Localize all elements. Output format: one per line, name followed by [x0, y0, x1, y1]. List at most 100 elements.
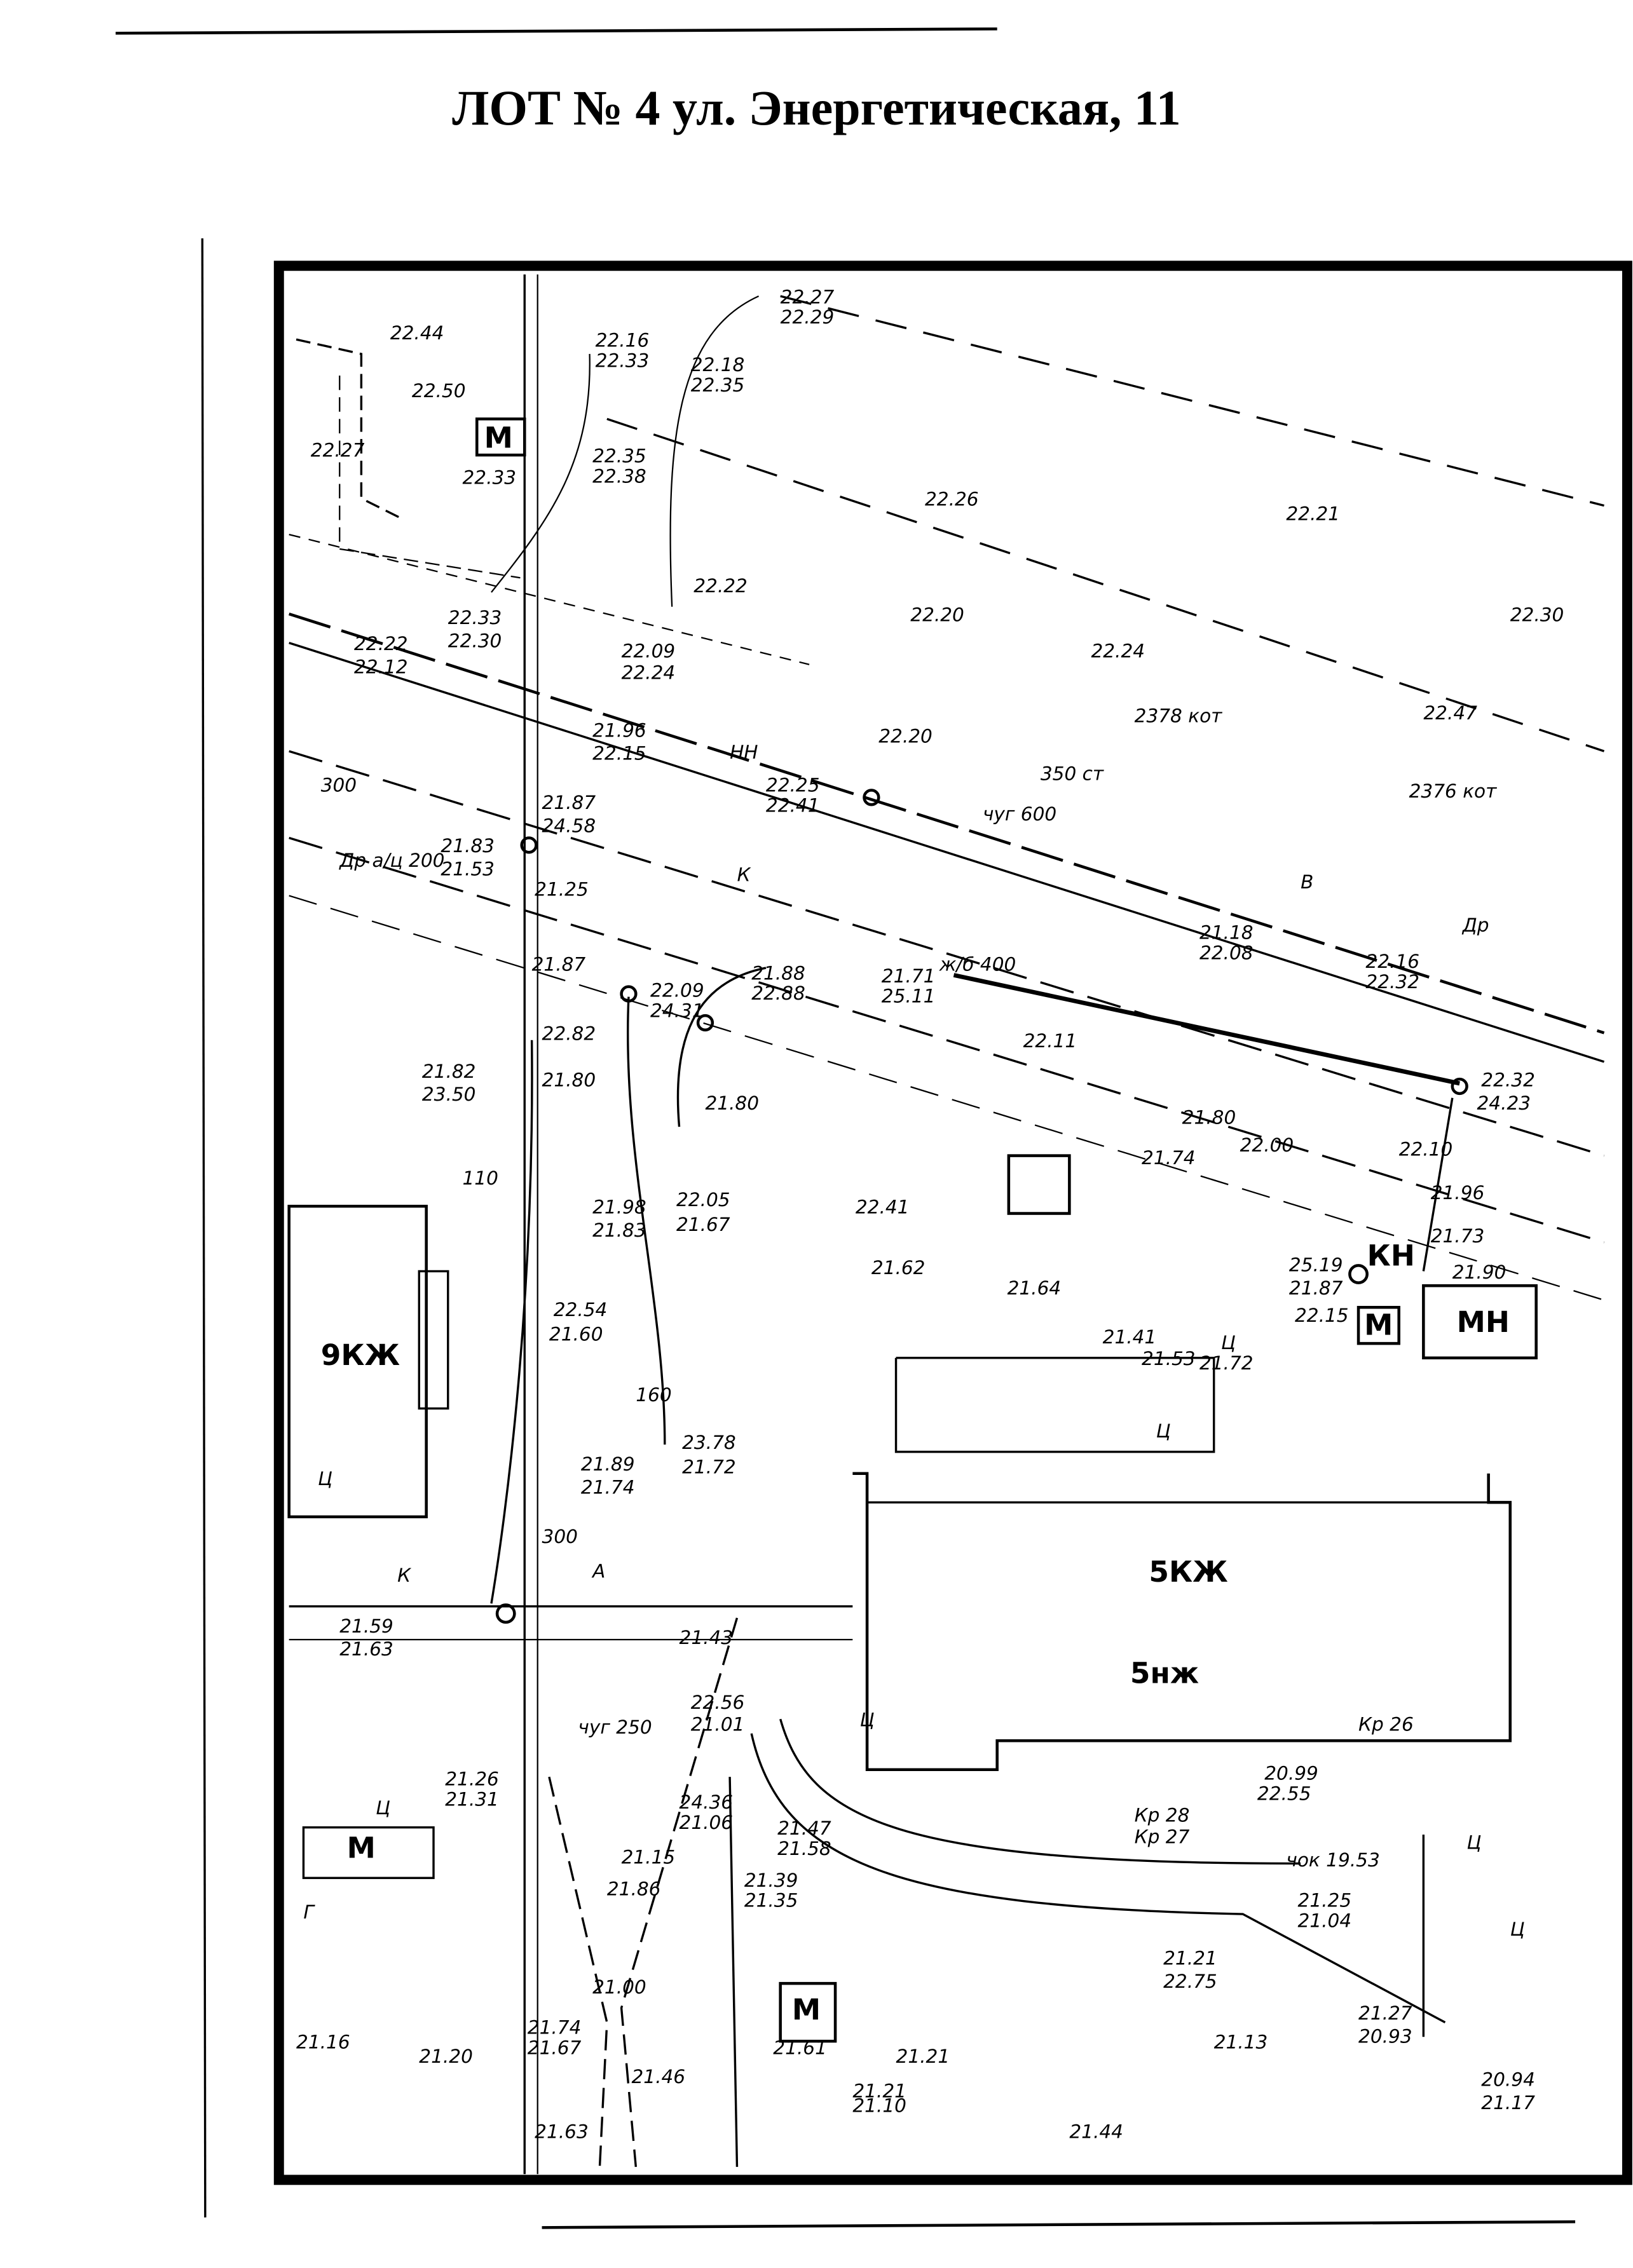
map-label: 21.25 [535, 878, 589, 900]
map-label: 21.96 [1431, 1182, 1485, 1204]
map-label: 22.15 [1295, 1305, 1349, 1326]
map-label: 22.22 [694, 575, 748, 597]
map-label: 25.19 [1289, 1254, 1343, 1275]
map-label: 21.61 [773, 2037, 827, 2059]
map-label: 21.82 [422, 1061, 476, 1082]
building-label: 9КЖ [321, 1338, 400, 1372]
map-label: 22.26 [925, 489, 979, 510]
map-label: 21.96 [592, 719, 646, 741]
scan-edge-top [115, 27, 997, 35]
map-label: 22.54 [554, 1299, 608, 1321]
map-label: 22.09 [650, 980, 704, 1002]
map-label: 22.82 [542, 1023, 596, 1045]
map-label: 22.50 [412, 380, 466, 402]
map-label: 24.58 [542, 815, 596, 836]
map-label: 21.74 [528, 2017, 582, 2039]
building-label: М [484, 421, 513, 455]
map-label: 22.27 [781, 286, 835, 308]
map-label: 2376 кот [1409, 780, 1498, 802]
map-label: 21.87 [1289, 1277, 1343, 1299]
scan-edge-left [201, 238, 207, 2218]
building-label: МН [1457, 1305, 1510, 1339]
map-label: 20.99 [1264, 1763, 1318, 1784]
map-label: 21.86 [607, 1878, 661, 1900]
map-label: 22.29 [781, 306, 835, 328]
map-label: 300 [542, 1526, 578, 1547]
map-label: Ц [376, 1797, 390, 1819]
map-label: 22.35 [592, 445, 646, 466]
map-label: 110 [463, 1167, 498, 1189]
map-label: 21.18 [1199, 922, 1254, 944]
map-label: 21.00 [592, 1976, 646, 1998]
map-label: Кр 26 [1358, 1713, 1414, 1735]
map-label: 25.11 [882, 986, 936, 1007]
map-label: 21.39 [744, 1870, 798, 1891]
map-label: 22.10 [1399, 1139, 1453, 1160]
map-label: 21.13 [1214, 2031, 1268, 2053]
map-label: 21.90 [1452, 1261, 1507, 1283]
map-label: 350 ст [1041, 763, 1104, 785]
map-label: 24.23 [1477, 1092, 1531, 1114]
map-label: Ц [1221, 1332, 1236, 1354]
map-label: Ц [318, 1468, 332, 1490]
map-label: 21.87 [542, 792, 596, 813]
map-label: 22.44 [390, 322, 444, 344]
map-label: 22.38 [592, 465, 646, 487]
building-label: М [1364, 1308, 1393, 1341]
map-label: 21.98 [592, 1197, 646, 1218]
map-label: 20.93 [1358, 2025, 1412, 2047]
map-label: 21.47 [777, 1817, 831, 1839]
map-label: 300 [321, 775, 357, 796]
map-label: Др [1461, 914, 1489, 936]
map-label: 22.30 [1510, 604, 1564, 625]
map-label: чуг 600 [983, 803, 1056, 825]
map-label: 21.10 [852, 2095, 906, 2116]
map-label: 160 [636, 1384, 671, 1406]
building-label: М [792, 1993, 821, 2027]
map-label: 21.20 [419, 2046, 473, 2067]
map-label: 22.33 [448, 607, 502, 628]
map-label: 21.21 [1163, 1948, 1217, 1969]
map-label: 21.01 [691, 1713, 745, 1735]
map-label: 22.47 [1423, 702, 1477, 724]
map-label: 24.31 [650, 1000, 704, 1021]
map-label: 21.72 [1199, 1352, 1254, 1374]
map-label: 22.20 [910, 604, 964, 625]
map-label: чок 19.53 [1286, 1849, 1379, 1871]
page-title: ЛОТ № 4 ул. Энергетическая, 11 [452, 80, 1181, 135]
map-label: 24.36 [680, 1791, 734, 1813]
map-label: 22.24 [622, 662, 676, 683]
map-label: 22.41 [856, 1197, 910, 1218]
map-label: 21.60 [549, 1324, 603, 1345]
map-label: Ц [1467, 1832, 1482, 1854]
map-label: 21.25 [1298, 1890, 1352, 1912]
map-label: 21.53 [441, 859, 495, 880]
map-label: 22.15 [592, 743, 646, 764]
building-label: М [347, 1831, 376, 1864]
map-label: 21.73 [1431, 1225, 1485, 1247]
map-label: 21.41 [1103, 1326, 1157, 1348]
map-label: 22.32 [1481, 1069, 1535, 1090]
map-label: 21.71 [882, 965, 936, 987]
map-label: 21.43 [680, 1627, 734, 1648]
map-label: Ц [1156, 1420, 1171, 1442]
map-label: 21.72 [682, 1457, 736, 1478]
map-label: чуг 250 [578, 1716, 652, 1738]
map-label: 21.74 [1142, 1147, 1196, 1169]
map-label: 21.35 [744, 1890, 798, 1912]
map-label: 22.11 [1023, 1030, 1077, 1052]
map-label: 22.32 [1365, 971, 1419, 993]
map-label: 22.35 [691, 374, 745, 396]
map-label: 21.80 [1182, 1107, 1236, 1129]
map-label: 21.04 [1298, 1910, 1352, 1932]
map-label: 21.53 [1142, 1348, 1196, 1369]
map-label: А [591, 1560, 605, 1582]
map-label: 21.26 [445, 1769, 499, 1790]
map-label: 22.21 [1286, 503, 1340, 524]
map-label: 22.16 [596, 330, 650, 351]
map-label: 21.44 [1069, 2121, 1123, 2142]
map-label: 21.74 [581, 1477, 635, 1498]
building-label: 5КЖ [1149, 1555, 1227, 1589]
